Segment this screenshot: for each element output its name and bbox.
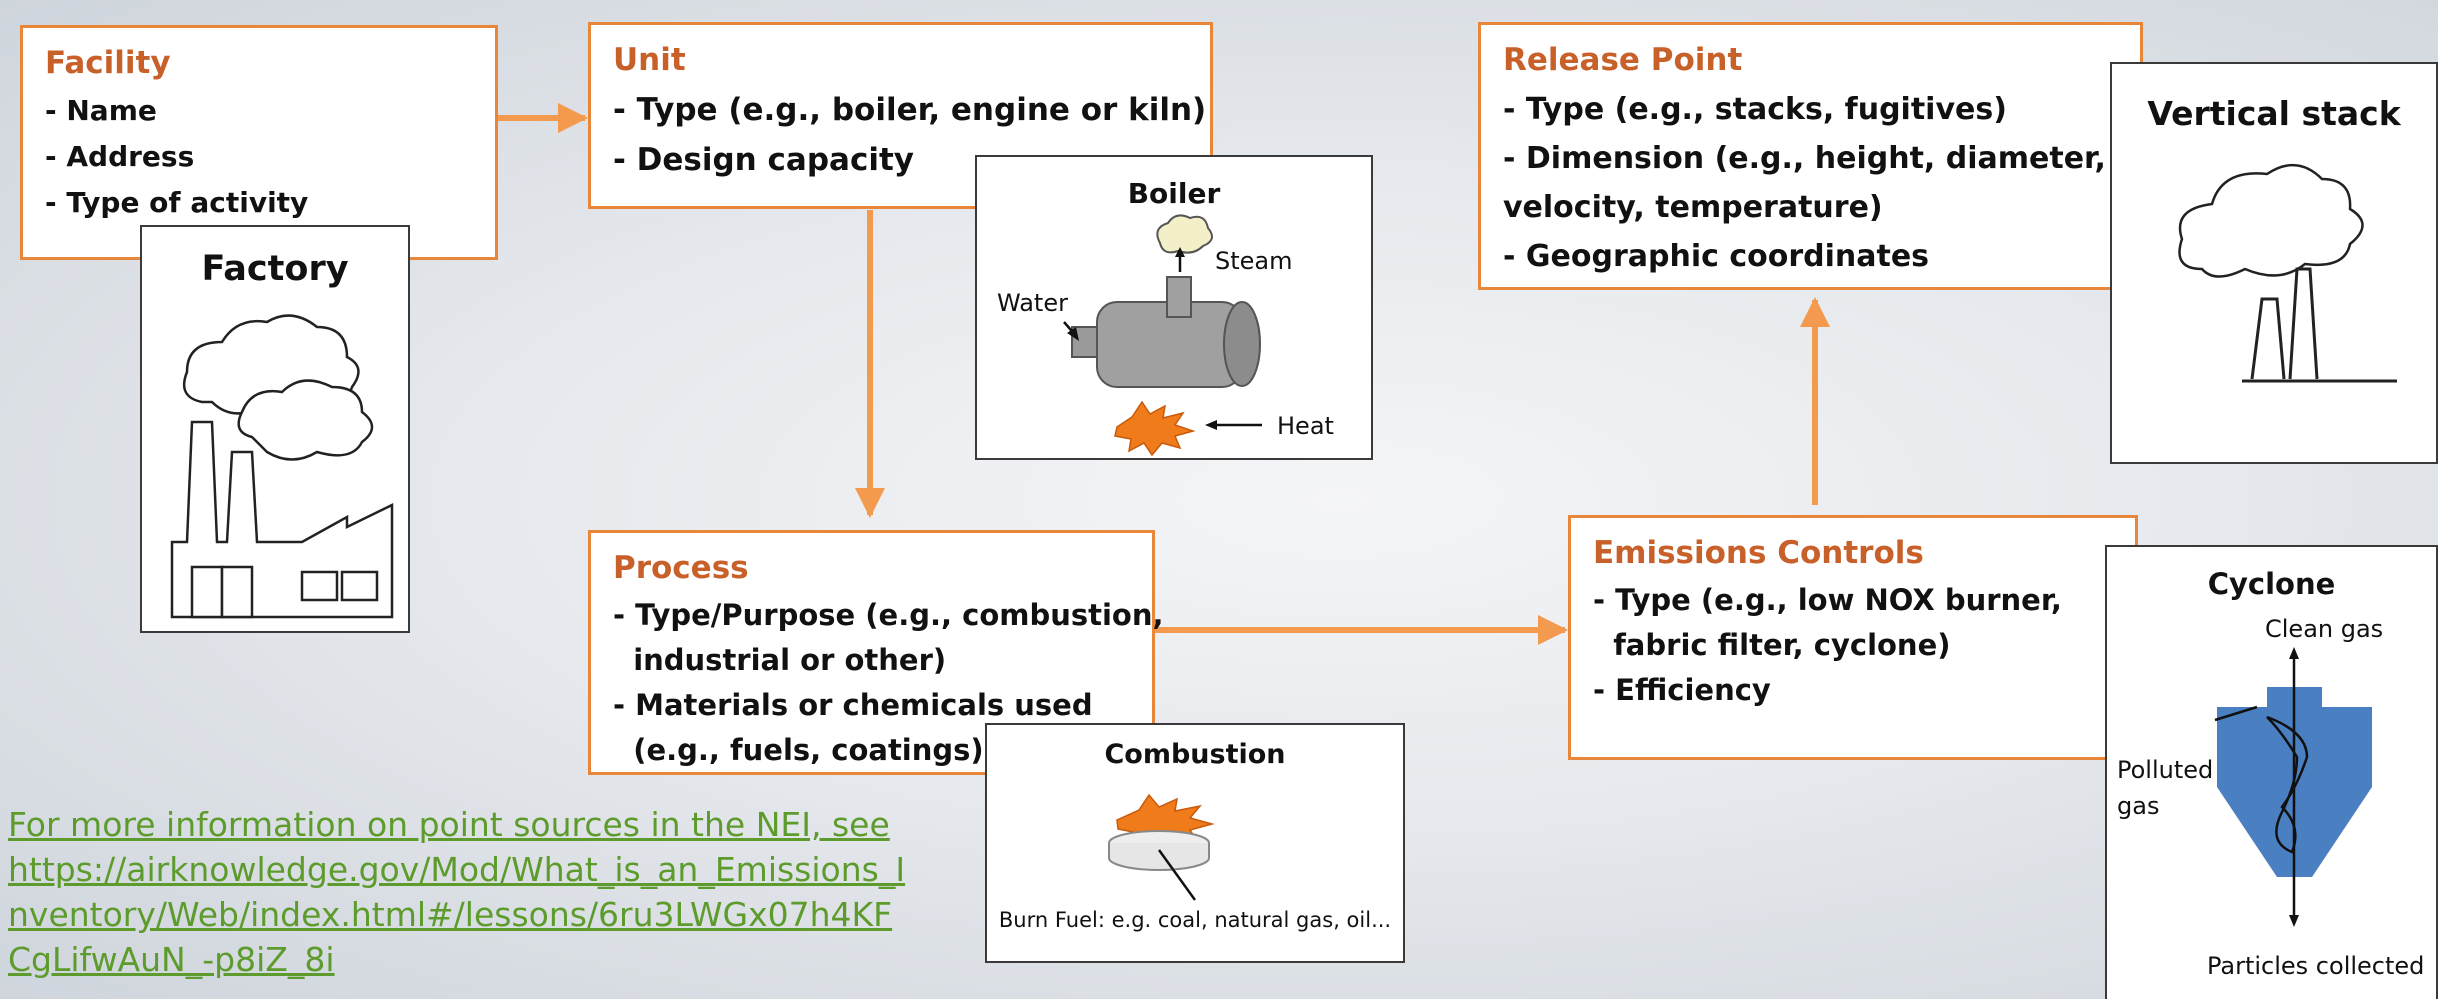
process-item: - Type/Purpose (e.g., combustion,: [613, 598, 1164, 632]
facility-items: - Name - Address - Type of activity: [45, 88, 473, 226]
vertical-stack-icon: [2178, 163, 2397, 383]
emissions-controls-box: Emissions Controls - Type (e.g., low NOX…: [1568, 515, 2138, 760]
emissions-controls-item: - Type (e.g., low NOX burner,: [1593, 583, 2062, 617]
process-item: industrial or other): [613, 643, 947, 677]
emissions-controls-title: Emissions Controls: [1593, 535, 1924, 571]
boiler-title: Boiler: [1127, 177, 1221, 210]
emissions-controls-items: - Type (e.g., low NOX burner, fabric fil…: [1593, 578, 2113, 713]
unit-item: - Design capacity: [613, 142, 914, 178]
vertical-stack-title: Vertical stack: [2147, 94, 2401, 133]
release-point-item: - Dimension (e.g., height, diameter,: [1503, 141, 2106, 176]
release-point-title: Release Point: [1503, 42, 1743, 78]
cyclone-polluted-gas-label: Polluted gas: [2117, 752, 2214, 824]
release-point-box: Release Point - Type (e.g., stacks, fugi…: [1478, 22, 2143, 290]
combustion-title: Combustion: [1104, 739, 1286, 770]
facility-title: Facility: [45, 45, 171, 81]
process-item: - Materials or chemicals used: [613, 688, 1093, 722]
emissions-controls-item: fabric filter, cyclone): [1593, 628, 1951, 662]
unit-title: Unit: [613, 42, 686, 78]
combustion-caption: Burn Fuel: e.g. coal, natural gas, oil..…: [998, 908, 1392, 932]
cyclone-clean-gas-label: Clean gas: [2265, 615, 2384, 643]
factory-title: Factory: [201, 249, 349, 289]
combustion-panel: Combustion Burn Fuel: e.g. coal, natural…: [985, 723, 1405, 963]
cyclone-panel: Cyclone Clean gas Polluted gas Particles…: [2105, 545, 2438, 999]
unit-items: - Type (e.g., boiler, engine or kiln) - …: [613, 85, 1207, 185]
boiler-steam-label: Steam: [1215, 247, 1293, 275]
process-title: Process: [613, 550, 749, 586]
facility-item: - Name: [45, 94, 157, 127]
facility-box: Facility - Name - Address - Type of acti…: [20, 25, 498, 260]
cyclone-title: Cyclone: [2207, 567, 2336, 601]
process-items: - Type/Purpose (e.g., combustion, indust…: [613, 593, 1164, 773]
facility-item: - Type of activity: [45, 186, 309, 219]
boiler-panel: Boiler Water Steam Heat: [975, 155, 1373, 460]
cyclone-particles-label: Particles collected: [2207, 952, 2425, 980]
release-point-item: - Type (e.g., stacks, fugitives): [1503, 92, 2007, 127]
info-link[interactable]: For more information on point sources in…: [8, 805, 906, 979]
factory-icon: [170, 314, 394, 619]
vertical-stack-panel: Vertical stack: [2110, 62, 2438, 464]
boiler-water-label: Water: [997, 289, 1068, 317]
combustion-icon: [1108, 793, 1215, 901]
release-point-items: - Type (e.g., stacks, fugitives) - Dimen…: [1503, 85, 2118, 281]
release-point-item: - Geographic coordinates: [1503, 239, 1930, 274]
emissions-controls-item: - Efficiency: [1593, 673, 1771, 707]
process-item: (e.g., fuels, coatings): [613, 733, 984, 767]
release-point-item: velocity, temperature): [1503, 190, 1883, 225]
facility-item: - Address: [45, 140, 195, 173]
unit-item: - Type (e.g., boiler, engine or kiln): [613, 92, 1207, 128]
boiler-icon: [1063, 214, 1262, 457]
boiler-heat-label: Heat: [1277, 412, 1334, 440]
cyclone-icon: [2214, 647, 2372, 927]
factory-panel: Factory: [140, 225, 410, 633]
